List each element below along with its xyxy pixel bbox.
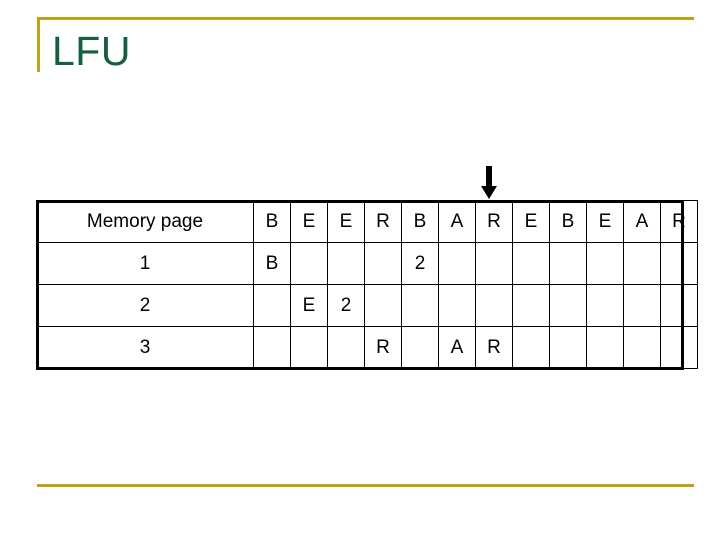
frame2-step2: E [290,284,328,327]
table-body: Memory page B E E R B A R E B E A R 1 B [36,200,698,369]
frame1-step9 [549,242,587,285]
title-accent-rule-top [37,17,694,20]
frame2-step6 [438,284,476,327]
reference-cell-6: A [438,200,476,243]
reference-cell-1: B [253,200,291,243]
frame1-step4 [364,242,402,285]
table-row: 2 E 2 [36,284,698,327]
reference-cell-10: E [586,200,624,243]
frame1-step1: B [253,242,291,285]
table-row: 3 R A R [36,326,698,369]
frame2-step8 [512,284,550,327]
frame3-step1 [253,326,291,369]
table-header-row: Memory page B E E R B A R E B E A R [36,200,698,243]
reference-cell-7: R [475,200,513,243]
frame3-step5 [401,326,439,369]
frame3-step8 [512,326,550,369]
title-accent-rule-stub [37,17,40,72]
frame3-step7: R [475,326,513,369]
footer-accent-rule [37,484,694,487]
row-label-3: 3 [36,326,254,369]
page-title: LFU [52,28,131,74]
frame2-step7 [475,284,513,327]
frame3-step2 [290,326,328,369]
frame1-step5: 2 [401,242,439,285]
arrow-down-icon [478,166,500,200]
frame3-step11 [623,326,661,369]
frame2-step1 [253,284,291,327]
table-row: 1 B 2 [36,242,698,285]
frame3-step10 [586,326,624,369]
reference-cell-12: R [660,200,698,243]
reference-cell-9: B [549,200,587,243]
frame2-step12 [660,284,698,327]
frame1-step3 [327,242,365,285]
memory-page-table: Memory page B E E R B A R E B E A R 1 B [36,200,698,369]
frame1-step6 [438,242,476,285]
reference-cell-2: E [290,200,328,243]
frame3-step9 [549,326,587,369]
frame2-step9 [549,284,587,327]
frame1-step7 [475,242,513,285]
frame1-step12 [660,242,698,285]
frame2-step10 [586,284,624,327]
row-label-1: 1 [36,242,254,285]
row-header-label: Memory page [36,200,254,243]
reference-cell-8: E [512,200,550,243]
frame2-step4 [364,284,402,327]
reference-cell-5: B [401,200,439,243]
frame2-step5 [401,284,439,327]
frame1-step11 [623,242,661,285]
frame3-step3 [327,326,365,369]
frame3-step6: A [438,326,476,369]
reference-cell-4: R [364,200,402,243]
frame1-step2 [290,242,328,285]
reference-cell-3: E [327,200,365,243]
reference-cell-11: A [623,200,661,243]
frame1-step10 [586,242,624,285]
frame3-step12 [660,326,698,369]
frame3-step4: R [364,326,402,369]
row-label-2: 2 [36,284,254,327]
frame1-step8 [512,242,550,285]
frame2-step11 [623,284,661,327]
frame2-step3: 2 [327,284,365,327]
